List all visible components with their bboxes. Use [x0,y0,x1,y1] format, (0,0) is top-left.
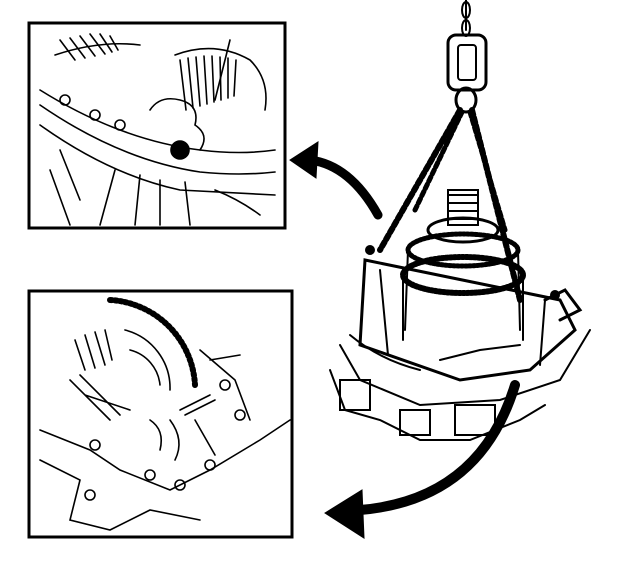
arrow-to-lower-view [324,380,520,539]
detail-view-lower [27,289,294,539]
detail-view-upper [27,21,287,230]
transmission-assembly [329,189,591,441]
arrow-to-upper-view [289,141,383,220]
chain-hoist [377,0,523,303]
